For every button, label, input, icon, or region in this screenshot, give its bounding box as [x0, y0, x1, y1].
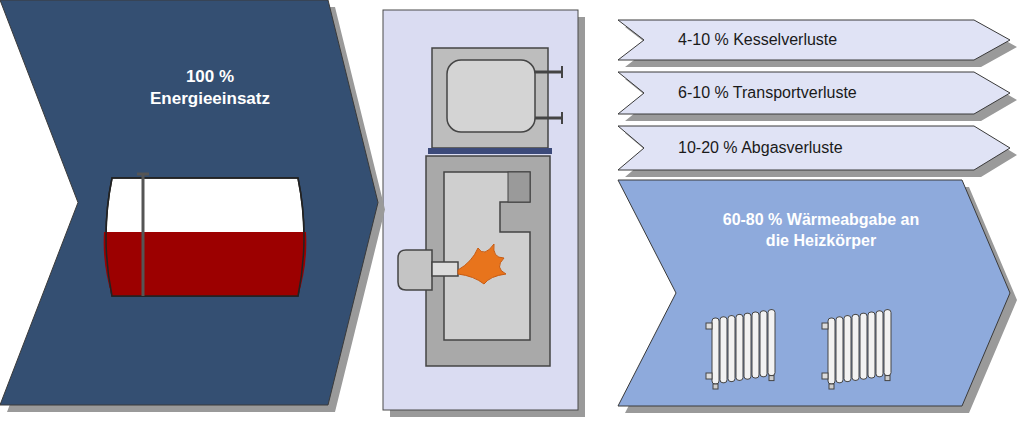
boiler	[398, 48, 562, 366]
loss-chevron: 10-20 % Abgasverluste	[618, 126, 1010, 170]
chevron-label: 4-10 % Kesselverluste	[678, 30, 978, 51]
chevron-label: 100 % Energieeinsatz	[140, 66, 280, 110]
chevron-shape	[0, 0, 378, 405]
boiler-panel	[383, 10, 578, 410]
oil-tank	[104, 174, 307, 296]
output-chevron: 60-80 % Wärmeabgabe an die Heizkörper	[618, 180, 1010, 406]
chevron-label: 6-10 % Transportverluste	[678, 83, 978, 104]
input-chevron: 100 % Energieeinsatz	[0, 0, 378, 405]
chevron-label: 10-20 % Abgasverluste	[678, 138, 978, 159]
chevron-label: 60-80 % Wärmeabgabe an die Heizkörper	[716, 210, 926, 252]
radiators	[706, 310, 891, 389]
loss-chevron: 4-10 % Kesselverluste	[618, 20, 1010, 60]
loss-chevron: 6-10 % Transportverluste	[618, 72, 1010, 114]
